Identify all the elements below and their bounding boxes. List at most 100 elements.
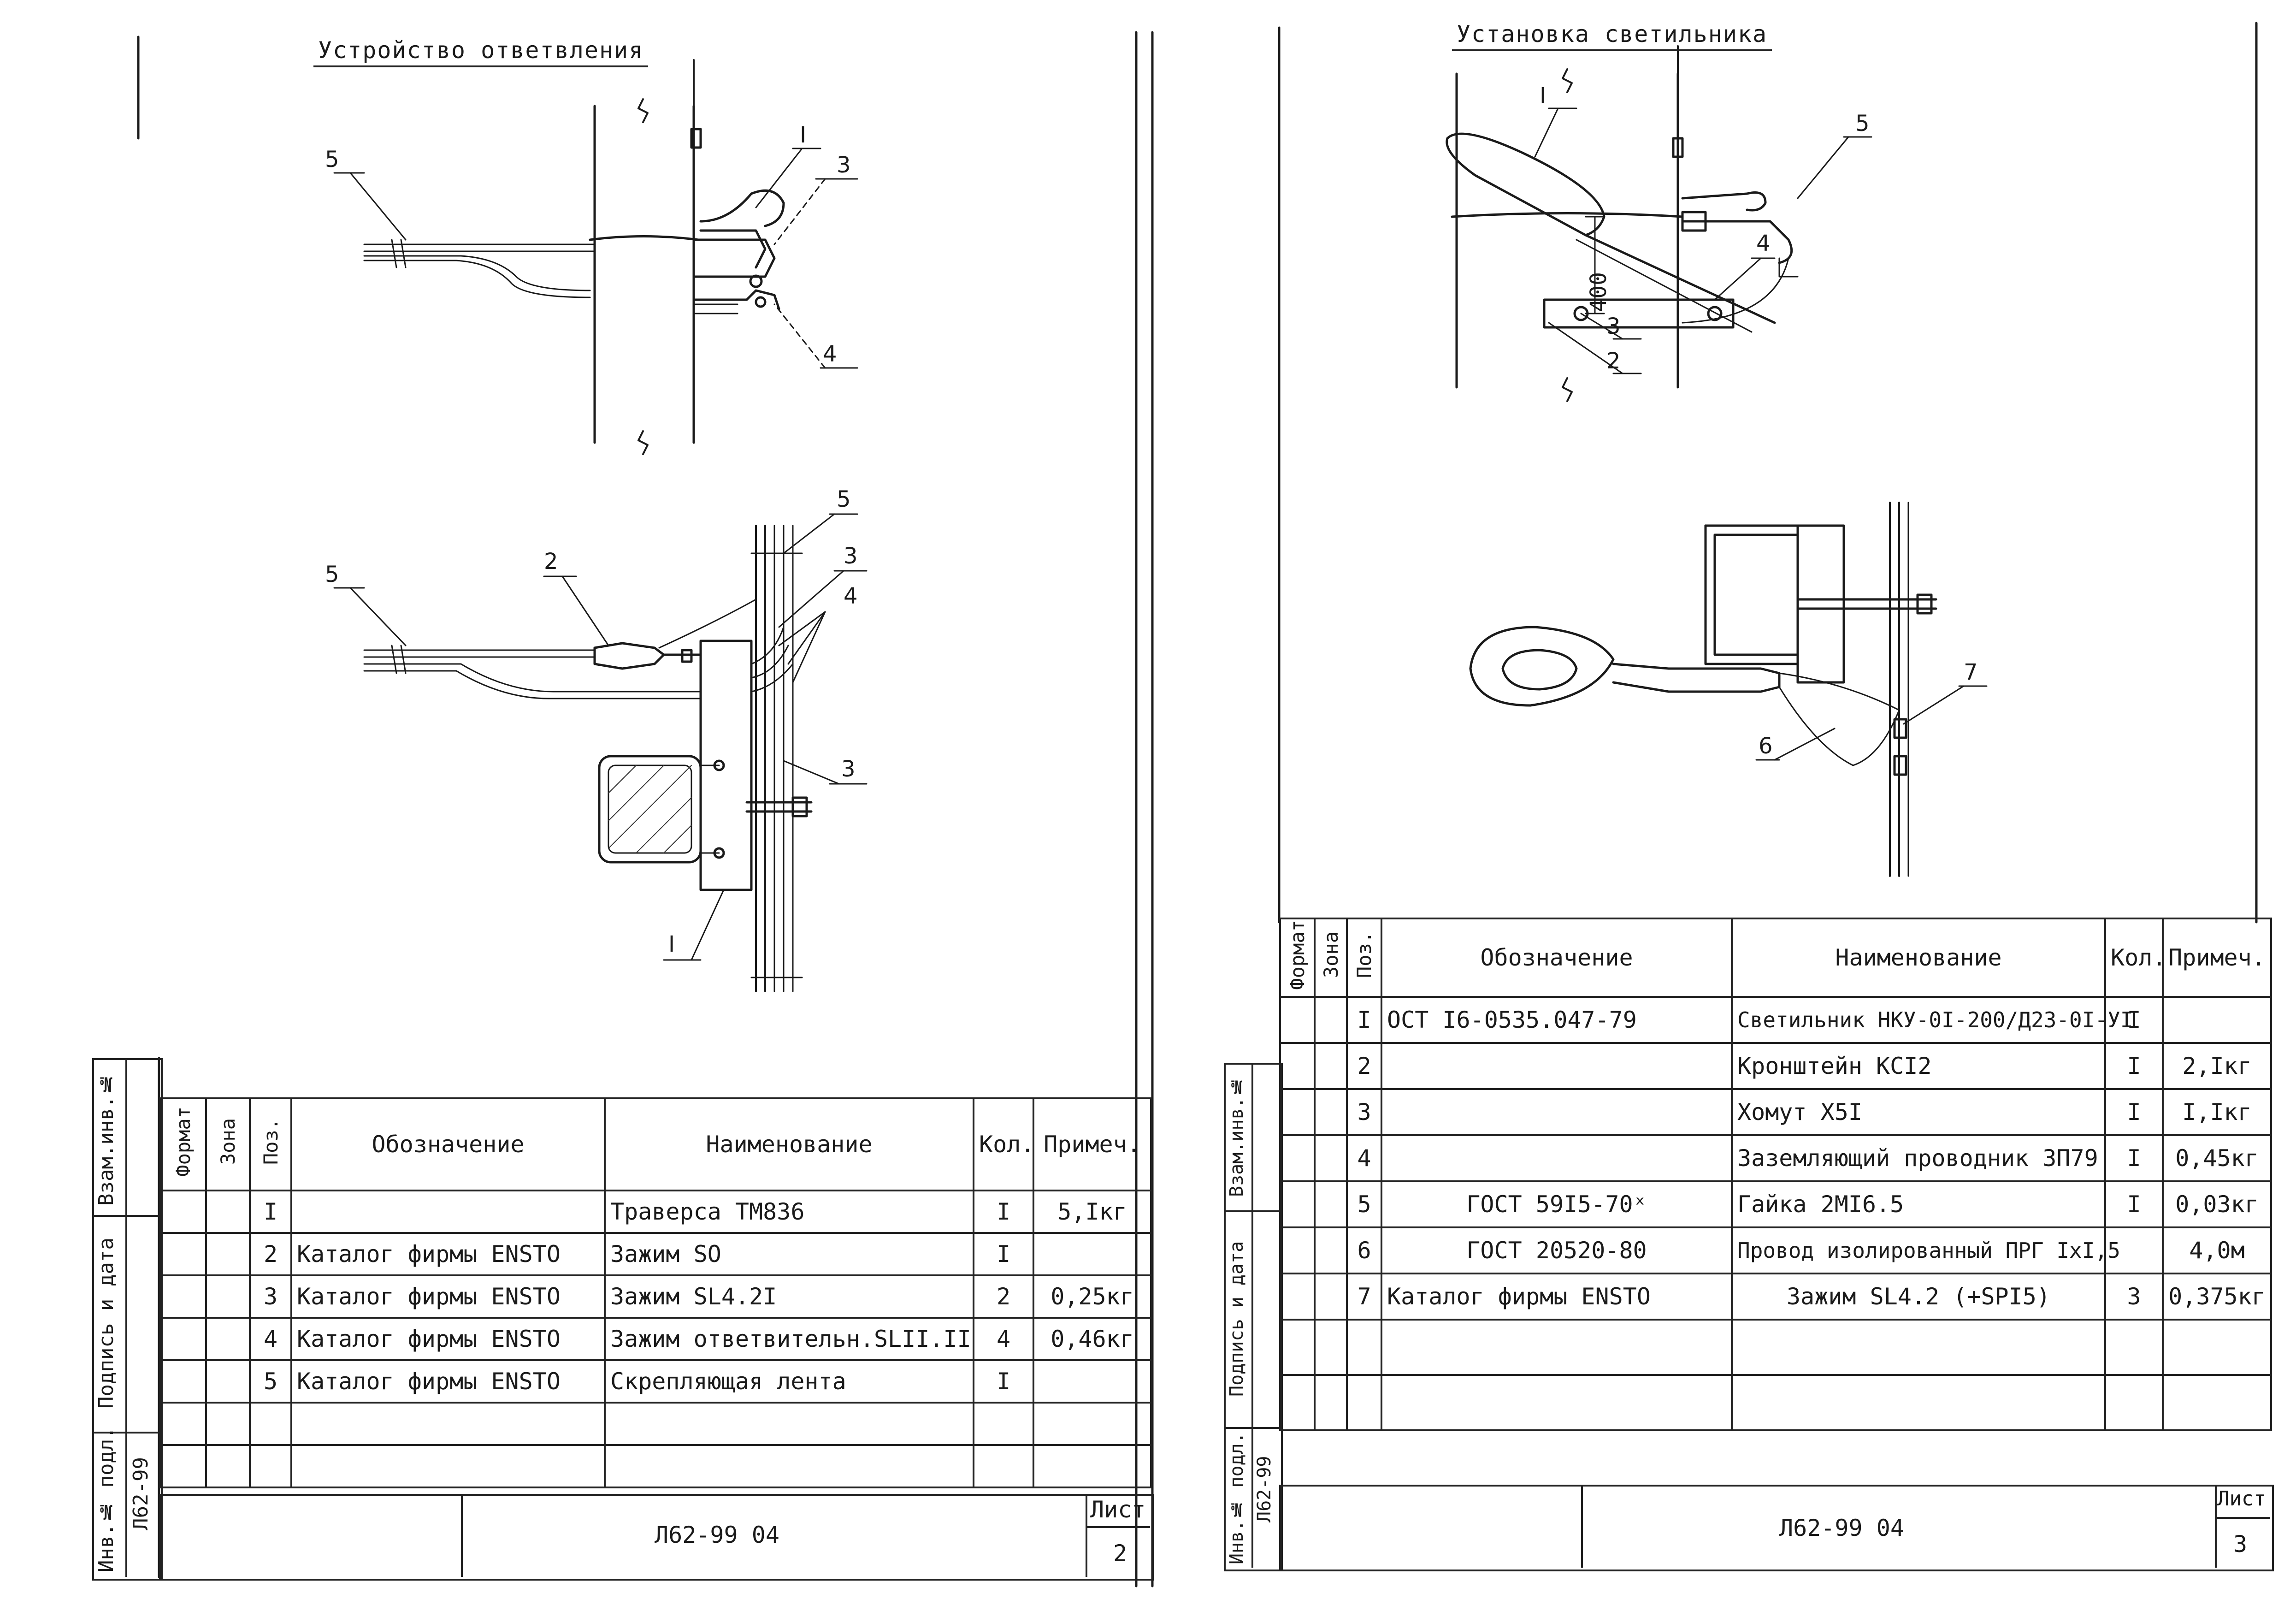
- row-pos: 4: [249, 1317, 292, 1361]
- left-table-header: Формат Зона Поз. Обозначение Наименовани…: [159, 1097, 1152, 1191]
- row-designation: [1381, 1088, 1733, 1136]
- branch-device-plan: [363, 525, 813, 992]
- right-th-zone: Зона: [1314, 918, 1348, 998]
- row-designation: Каталог фирмы ENSTO: [290, 1359, 606, 1404]
- table-row: 7 Каталог фирмы ENSTO Зажим SL4.2 (+SPI5…: [1279, 1273, 2272, 1321]
- row-name: Зажим SL4.2I: [604, 1274, 974, 1319]
- left-label-inv-original: Инв.№ подл.: [94, 1427, 118, 1572]
- row-note: 5,Iкг: [1033, 1190, 1152, 1234]
- left-stamp-divider-v: [125, 1058, 127, 1577]
- row-note: 0,46кг: [1033, 1317, 1152, 1361]
- row-name: Хомут Х5I: [1731, 1088, 2106, 1136]
- row-note: 0,45кг: [2162, 1134, 2272, 1182]
- table-row: I ОСТ I6-0535.047-79 Светильник НКУ-0I-2…: [1279, 996, 2272, 1044]
- row-note: 4,0м: [2162, 1226, 2272, 1274]
- row-qty: 4: [973, 1317, 1034, 1361]
- right-label-signature-date: Подпись и дата: [1226, 1241, 1247, 1397]
- row-designation: Каталог фирмы ENSTO: [1381, 1273, 1733, 1321]
- row-note: [2162, 996, 2272, 1044]
- row-name: Зажим SL4.2 (+SPI5): [1731, 1273, 2106, 1321]
- left-label-signature-date: Подпись и дата: [94, 1238, 118, 1409]
- callout-plan-3-bottom: 3: [841, 756, 856, 782]
- callout-lum-3: 3: [1606, 314, 1621, 339]
- row-name: Заземляющий проводник ЗП79: [1731, 1134, 2106, 1182]
- table-row: 3 Каталог фирмы ENSTO Зажим SL4.2I 2 0,2…: [159, 1274, 1152, 1319]
- row-designation: Каталог фирмы ENSTO: [290, 1232, 606, 1276]
- dimension-400: 400: [1586, 272, 1611, 312]
- row-note: 0,375кг: [2162, 1273, 2272, 1321]
- right-inv-number: Л62-99: [1254, 1456, 1275, 1523]
- row-pos: 3: [1346, 1088, 1382, 1136]
- row-pos: 2: [249, 1232, 292, 1276]
- row-qty: I: [2104, 1180, 2164, 1228]
- callout-lum-6: 6: [1759, 733, 1773, 759]
- callout-plan-4: 4: [844, 583, 858, 609]
- row-name: Светильник НКУ-0I-200/Д23-0I-УI: [1731, 996, 2133, 1044]
- left-sheet-divider: [1086, 1494, 1087, 1577]
- row-qty: I: [973, 1232, 1034, 1276]
- left-sheet-hdivider: [1086, 1526, 1150, 1528]
- row-designation: Каталог фирмы ENSTO: [290, 1274, 606, 1319]
- callout-plan-I: I: [668, 931, 675, 957]
- left-th-format: Формат: [159, 1097, 207, 1191]
- right-title-divider: [1581, 1485, 1583, 1568]
- left-th-name: Наименование: [604, 1097, 974, 1191]
- table-row-empty: [159, 1444, 1152, 1488]
- callout-top-I: I: [800, 122, 807, 148]
- left-th-pos: Поз.: [249, 1097, 292, 1191]
- row-qty: I: [2104, 1088, 2164, 1136]
- right-title-block: [1279, 1485, 2274, 1571]
- table-row-empty: [1279, 1319, 2272, 1376]
- callout-top-4: 4: [823, 341, 837, 367]
- left-th-qty: Кол.: [973, 1097, 1034, 1191]
- row-pos: 5: [1346, 1180, 1382, 1228]
- table-row-empty: [159, 1402, 1152, 1446]
- right-sheet-hdivider: [2215, 1517, 2270, 1519]
- callout-lum-2: 2: [1606, 348, 1621, 374]
- row-qty: 3: [2104, 1273, 2164, 1321]
- right-sheet-number: 3: [2233, 1531, 2248, 1558]
- callout-top-3: 3: [837, 152, 851, 178]
- branch-device-title: Устройство ответвления: [313, 37, 649, 67]
- luminaire-elevation-leaders: [1534, 107, 1872, 374]
- row-qty: I: [2104, 1134, 2164, 1182]
- row-note: 2,Iкг: [2162, 1042, 2272, 1090]
- row-designation: [1381, 1134, 1733, 1182]
- luminaire-plan: [1469, 502, 1937, 877]
- row-pos: I: [249, 1190, 292, 1234]
- luminaire-elevation: [1446, 45, 1799, 402]
- row-note: [1033, 1359, 1152, 1404]
- row-pos: 5: [249, 1359, 292, 1404]
- table-row: 2 Кронштейн КСI2 I 2,Iкг: [1279, 1042, 2272, 1090]
- right-sheet-frame: [1278, 22, 2258, 924]
- right-th-name: Наименование: [1731, 918, 2106, 998]
- left-spec-table: Формат Зона Поз. Обозначение Наименовани…: [159, 1097, 1152, 1488]
- right-th-format: Формат: [1279, 918, 1316, 998]
- row-pos: 7: [1346, 1273, 1382, 1321]
- left-label-replaced-inv: Взам.инв.№: [94, 1072, 118, 1206]
- left-th-note: Примеч.: [1033, 1097, 1152, 1191]
- callout-lum-I: I: [1540, 83, 1546, 109]
- luminaire-title: Установка светильника: [1452, 21, 1772, 51]
- right-th-designation: Обозначение: [1381, 918, 1733, 998]
- row-designation: Каталог фирмы ENSTO: [290, 1317, 606, 1361]
- right-stamp-divider-v: [1251, 1063, 1253, 1568]
- row-name: Кронштейн КСI2: [1731, 1042, 2106, 1090]
- row-qty: 2: [973, 1274, 1034, 1319]
- table-row: 5 Каталог фирмы ENSTO Скрепляющая лента …: [159, 1359, 1152, 1404]
- right-sheet-divider: [2215, 1485, 2217, 1568]
- right-doc-code: Л62-99 04: [1779, 1515, 1904, 1541]
- right-spec-table: Формат Зона Поз. Обозначение Наименовани…: [1279, 918, 2272, 1431]
- callout-plan-2: 2: [544, 549, 558, 575]
- callout-lum-7: 7: [1964, 659, 1978, 685]
- left-title-block: [159, 1494, 1154, 1581]
- row-designation: ГОСТ 20520-80: [1381, 1226, 1733, 1274]
- callout-lum-5: 5: [1855, 111, 1870, 136]
- right-label-inv-original: Инв.№ подл.: [1226, 1432, 1247, 1565]
- branch-plan-leaders: [333, 513, 868, 961]
- table-row: 3 Хомут Х5I I I,Iкг: [1279, 1088, 2272, 1136]
- table-row: I Траверса ТМ836 I 5,Iкг: [159, 1190, 1152, 1234]
- row-pos: 3: [249, 1274, 292, 1319]
- branch-top-leaders: [333, 148, 858, 369]
